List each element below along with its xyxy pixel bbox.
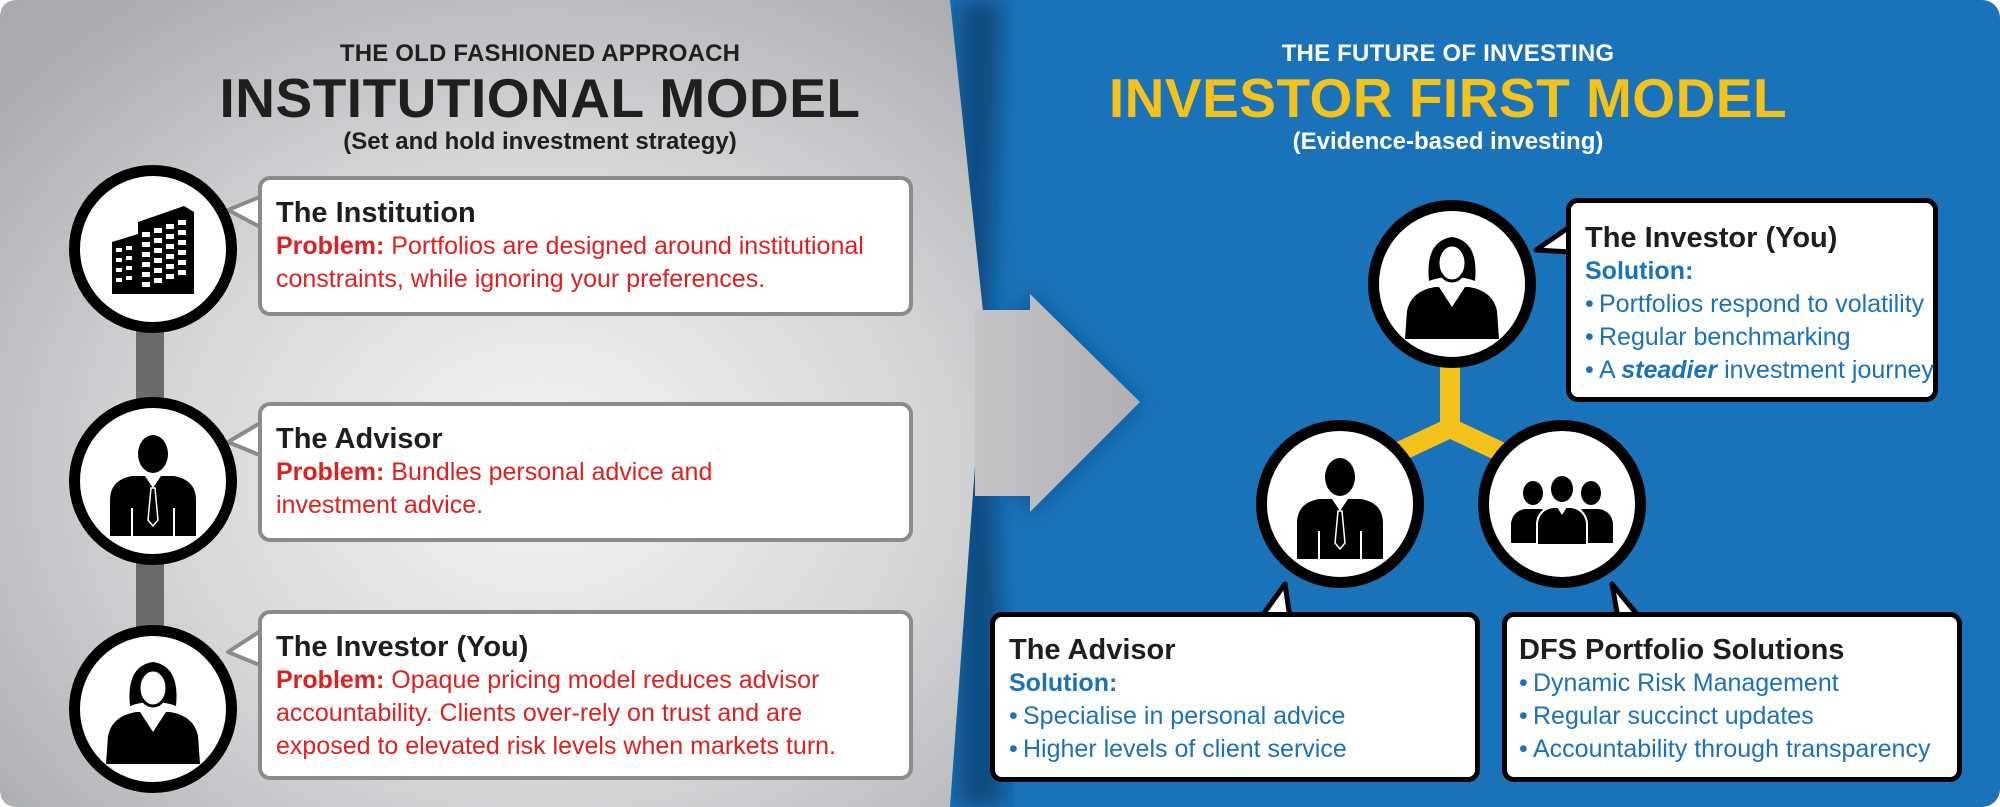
advisor-title-left: The Advisor [276,423,443,455]
tail-institution [226,194,263,230]
investor-problem: Problem: Opaque pricing model reduces ad… [276,664,895,763]
investor-card-right: The Investor (You) Solution: •Portfolios… [1566,198,1938,402]
list-item: •Accountability through transparency [1519,733,1945,766]
businessman-icon [110,435,196,536]
list-item-text: Specialise in personal advice [1023,702,1346,730]
bullet: • [1009,735,1018,763]
left-heading: THE OLD FASHIONED APPROACH INSTITUTIONAL… [160,40,920,156]
right-heading: THE FUTURE OF INVESTING INVESTOR FIRST M… [1048,40,1848,156]
problem-text: Bundles personal advice and investment a… [276,458,713,519]
solution-label: Solution: [1009,669,1118,697]
tail-advisor-right [1259,581,1293,619]
investor-title-right: The Investor (You) [1585,222,1838,254]
investor-title-left: The Investor (You) [276,631,529,663]
problem-text: Opaque pricing model reduces advisor acc… [276,666,836,760]
problem-text: Portfolios are designed around instituti… [276,232,864,293]
institution-title: The Institution [276,197,476,229]
tail-dfs [1609,581,1642,620]
left-eyebrow: THE OLD FASHIONED APPROACH [339,40,741,67]
list-item-text: A [1599,356,1622,384]
list-item: •Portfolios respond to volatility [1585,288,1924,321]
list-item: •Regular succinct updates [1519,700,1945,733]
list-item-text: Regular succinct updates [1533,702,1814,730]
dfs-card: DFS Portfolio Solutions •Dynamic Risk Ma… [1502,612,1962,782]
investor-card-left: The Investor (You) Problem: Opaque prici… [258,610,913,780]
building-icon [112,206,194,294]
businesswoman-icon [106,662,200,764]
dfs-circle [1478,420,1646,588]
bullet: • [1519,702,1528,730]
institution-problem: Problem: Portfolios are designed around … [276,230,895,296]
list-item-text: Regular benchmarking [1599,323,1851,351]
problem-label: Problem: [276,232,385,260]
left-subtitle: (Set and hold investment strategy) [343,128,737,155]
solution-label: Solution: [1585,257,1694,285]
advisor-card-left: The Advisor Problem: Bundles personal ad… [258,402,913,542]
investor-circle-right [1368,200,1536,368]
dfs-list: •Dynamic Risk Management •Regular succin… [1519,667,1945,766]
list-item-text: Dynamic Risk Management [1533,669,1839,697]
businesswoman-icon [1405,237,1499,339]
investor-solution-list: •Portfolios respond to volatility •Regul… [1585,288,1934,387]
problem-label: Problem: [276,666,385,694]
tail-investor-right [1533,223,1573,255]
list-item: •Dynamic Risk Management [1519,667,1945,700]
list-item: •A steadier investment journey [1585,354,1934,387]
bullet: • [1519,735,1528,763]
bullet: • [1519,669,1528,697]
list-item-text: Accountability through transparency [1533,735,1931,763]
right-title: INVESTOR FIRST MODEL [1108,67,1788,129]
investor-circle-left [69,625,237,793]
list-item-text: Higher levels of client service [1023,735,1347,763]
left-title: INSTITUTIONAL MODEL [219,67,861,129]
advisor-title-right: The Advisor [1009,634,1176,666]
list-item-text: investment journey [1717,356,1934,384]
tail-advisor [226,420,264,458]
list-item: •Regular benchmarking [1585,321,1919,354]
list-item: •Specialise in personal advice [1009,700,1461,733]
list-item: •Higher levels of client service [1009,733,1461,766]
advisor-circle-left [69,397,237,565]
right-eyebrow: THE FUTURE OF INVESTING [1281,40,1615,67]
bullet: • [1585,356,1594,384]
tail-investor-left [226,628,264,668]
right-subtitle: (Evidence-based investing) [1292,128,1604,155]
emphasis-text: steadier [1621,356,1718,384]
advisor-problem: Problem: Bundles personal advice and inv… [276,456,895,522]
bullet: • [1585,323,1594,351]
advisor-circle-right [1256,420,1424,588]
problem-label: Problem: [276,458,385,486]
advisor-card-right: The Advisor Solution: •Specialise in per… [990,612,1480,782]
dfs-title: DFS Portfolio Solutions [1519,634,1845,666]
list-item-text: Portfolios respond to volatility [1599,290,1925,318]
institution-card: The Institution Problem: Portfolios are … [258,176,913,316]
bullet: • [1009,702,1018,730]
arrow-graphic [975,294,1140,512]
advisor-solution-list: •Specialise in personal advice •Higher l… [1009,700,1461,766]
businessman-icon [1297,458,1383,559]
team-icon [1511,476,1613,546]
bullet: • [1585,290,1594,318]
institution-circle [69,165,237,333]
